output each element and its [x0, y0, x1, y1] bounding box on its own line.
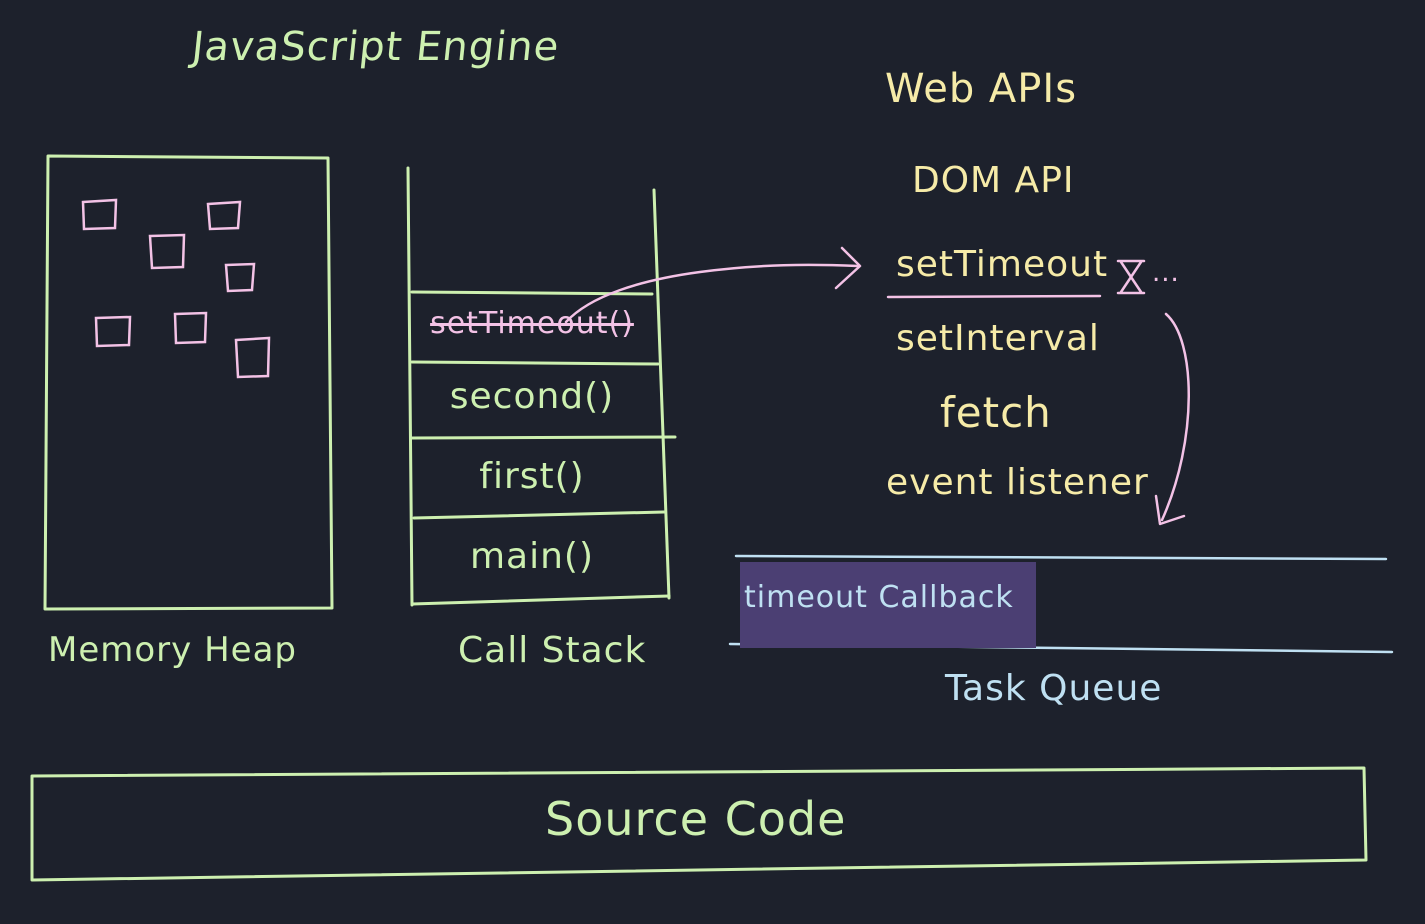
web-api-dom: DOM API [912, 160, 1075, 201]
hourglass-icon [1116, 259, 1146, 295]
arrow-to-task-queue [1160, 312, 1190, 522]
heap-object [94, 315, 132, 348]
task-queue-item-highlight [740, 562, 1036, 648]
settimeout-underline [886, 294, 1102, 299]
call-stack-label: Call Stack [458, 630, 647, 671]
web-api-settimeout: setTimeout [896, 244, 1109, 285]
heap-object [234, 336, 271, 379]
task-queue-item-label: timeout Callback [744, 580, 1014, 615]
source-code-label: Source Code [545, 792, 847, 846]
heap-object [224, 262, 256, 293]
web-api-fetch: fetch [940, 388, 1052, 437]
call-stack-frame-settimeout: setTimeout() [430, 306, 634, 341]
web-api-event-listener: event listener [886, 462, 1149, 503]
heap-object [206, 200, 242, 231]
arrow-head [834, 246, 862, 290]
call-stack-frame-second: second() [449, 376, 615, 417]
memory-heap-box [43, 154, 334, 611]
source-code-box [30, 766, 1368, 882]
web-api-setinterval: setInterval [896, 318, 1100, 359]
web-apis-title: Web APIs [885, 66, 1078, 112]
memory-heap-label: Memory Heap [48, 630, 297, 670]
call-stack-frame-first: first() [479, 456, 585, 497]
call-stack-container [406, 166, 677, 607]
heap-objects [81, 198, 271, 379]
heap-object [173, 311, 208, 345]
task-queue-label: Task Queue [945, 668, 1163, 709]
javascript-engine-title: JavaScript Engine [189, 24, 562, 70]
arrow-head [1154, 494, 1186, 526]
heap-object [148, 233, 186, 270]
timer-ellipsis: ... [1152, 258, 1180, 288]
heap-object [81, 198, 118, 231]
arrow-to-web-apis [564, 263, 860, 324]
call-stack-frame-main: main() [469, 536, 595, 577]
